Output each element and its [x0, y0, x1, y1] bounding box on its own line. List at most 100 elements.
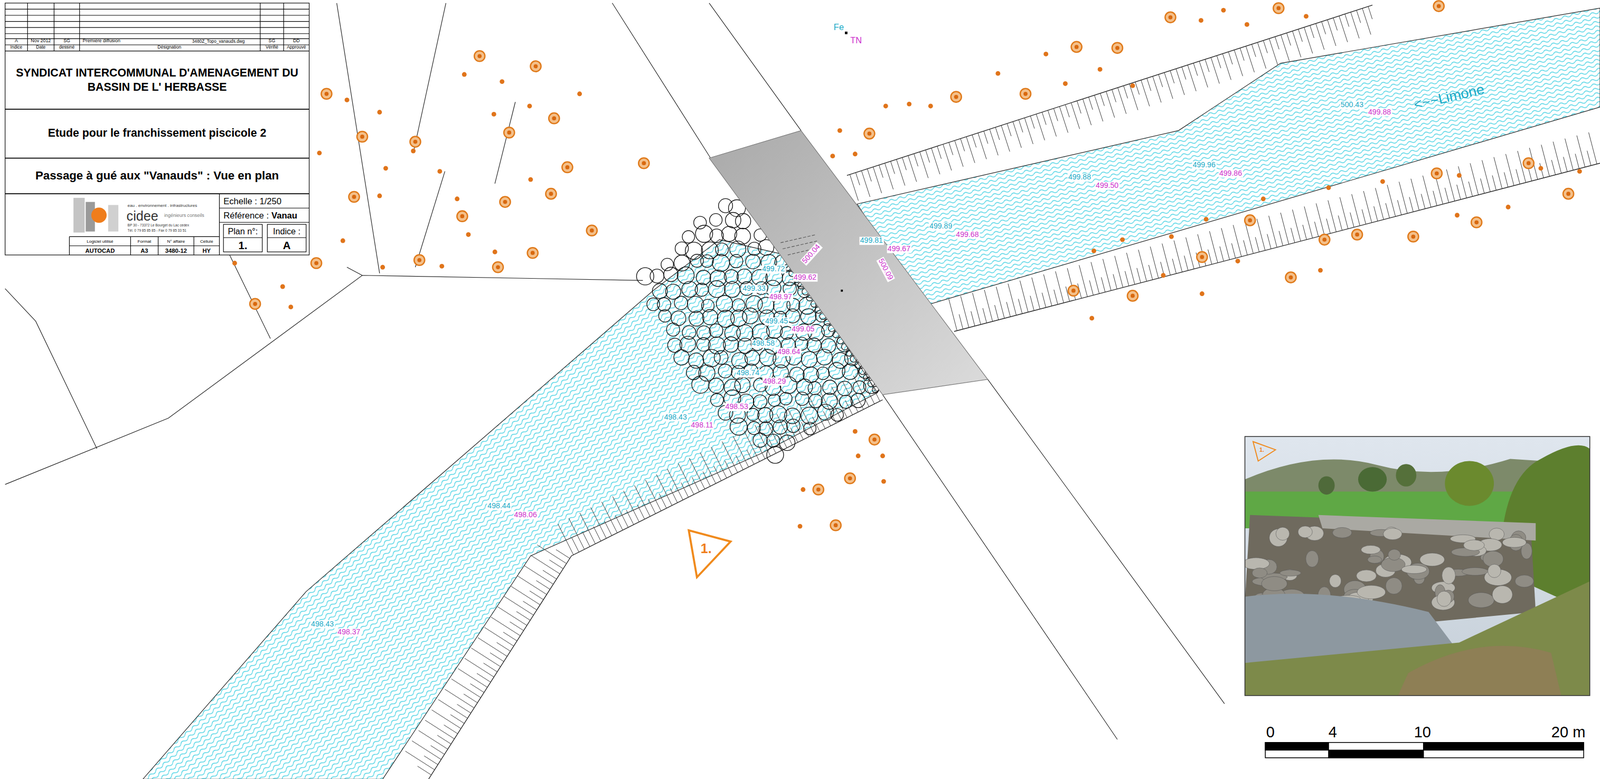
- riprap-stone: [724, 281, 741, 298]
- shrub-symbol: [1380, 179, 1386, 185]
- revision-cell: Première diffusion: [82, 39, 121, 45]
- riprap-stone: [786, 419, 800, 433]
- shrub-symbol: [1120, 237, 1125, 243]
- water-level: 499.81: [859, 237, 884, 246]
- riprap-stone: [646, 298, 660, 312]
- tree-symbol: [1322, 237, 1327, 242]
- tree-symbol: [869, 434, 880, 446]
- shrub-symbol: [439, 264, 445, 269]
- tree-symbol: [249, 298, 261, 310]
- riprap-stone: [657, 297, 671, 312]
- revision-cell: A: [14, 39, 18, 45]
- photo-rock: [1462, 568, 1489, 577]
- riprap-stone: [650, 269, 664, 284]
- parcel-line: [494, 101, 516, 184]
- riprap-stone: [779, 435, 795, 451]
- tree-symbol: [1164, 12, 1176, 23]
- riprap-stone: [734, 228, 751, 245]
- shrub-symbol: [1091, 248, 1097, 254]
- tree-symbol: [863, 128, 875, 139]
- shrub-symbol: [383, 165, 389, 171]
- water-level: 499.88: [1067, 173, 1092, 182]
- callout-number: 1.: [700, 541, 712, 556]
- photo-rock: [1514, 575, 1534, 588]
- tree-symbol: [844, 473, 856, 484]
- shrub-symbol: [906, 101, 912, 107]
- tree-symbol: [1566, 191, 1571, 196]
- water-level: 499.45: [764, 317, 789, 326]
- parcel-line: [882, 394, 1118, 740]
- riprap-stone: [842, 363, 859, 380]
- riprap-stone: [724, 325, 741, 342]
- shrub-symbol: [852, 429, 858, 435]
- tree-symbol: [816, 487, 821, 493]
- tree-symbol: [1526, 161, 1531, 166]
- bed-level: 498.29: [762, 377, 787, 386]
- photo-frame: [1245, 436, 1590, 696]
- tree-symbol: [1115, 45, 1120, 51]
- tree-symbol: [460, 214, 465, 219]
- shrub-symbol: [800, 487, 806, 493]
- slope-hatching: [849, 6, 1372, 201]
- riprap-stone: [806, 338, 822, 353]
- tree-symbol: [409, 136, 421, 148]
- tree-symbol: [1431, 167, 1443, 179]
- tree-symbol: [1523, 157, 1534, 169]
- tree-symbol: [314, 261, 319, 266]
- tree-symbol: [1288, 275, 1294, 280]
- parcel-line: [229, 255, 271, 339]
- parcel-line: [415, 171, 445, 268]
- riprap-stone: [753, 394, 768, 409]
- shrub-symbol: [995, 71, 1001, 77]
- photo-rock: [1502, 537, 1527, 548]
- shrub-symbol: [1203, 217, 1209, 222]
- bed-level: 500.04: [800, 242, 823, 266]
- tree-symbol: [1244, 214, 1256, 226]
- shrub-symbol: [577, 91, 582, 97]
- info-value: AUTOCAD: [85, 247, 115, 254]
- riprap-stone: [747, 421, 761, 436]
- tree-symbol: [1112, 42, 1123, 54]
- riprap-stone: [807, 381, 822, 395]
- plan-header: Plan n°:: [227, 227, 258, 237]
- revision-cell: DD: [293, 39, 300, 45]
- riprap-stone: [816, 366, 830, 380]
- survey-point: [844, 31, 848, 35]
- riprap-stone: [708, 378, 724, 394]
- tree-symbol: [1071, 41, 1082, 53]
- shrub-symbol: [855, 453, 861, 459]
- riprap-stone: [666, 323, 680, 337]
- parcel-line: [413, 3, 447, 154]
- survey-code: TN: [850, 35, 862, 45]
- photo-rock: [1356, 570, 1377, 582]
- shrub-symbol: [1456, 173, 1462, 178]
- riprap-stone: [745, 254, 761, 270]
- tree-symbol: [417, 258, 422, 263]
- tree-symbol: [474, 50, 485, 62]
- photo-rock: [1275, 527, 1290, 541]
- photo-rock: [1329, 574, 1342, 588]
- water-level: 499.89: [928, 222, 953, 231]
- info-header: Logiciel utilisé: [86, 239, 114, 244]
- tree-symbol: [641, 161, 646, 166]
- riprap-stone: [700, 255, 714, 268]
- tree-symbol: [545, 188, 557, 200]
- riprap-stone: [709, 229, 724, 243]
- riprap-stone: [715, 242, 729, 256]
- tree-symbol: [252, 302, 258, 307]
- riprap-stone: [830, 408, 844, 422]
- shrub-symbol: [830, 153, 835, 159]
- riprap-stone: [685, 242, 703, 260]
- revision-cell: SG: [63, 39, 71, 45]
- photo-rock: [1468, 593, 1495, 609]
- scale-value: 10: [1414, 724, 1432, 741]
- photo-rock: [1367, 556, 1382, 564]
- company-tagline: ingénieurs conseils: [164, 213, 205, 219]
- photo-rock: [1436, 591, 1452, 607]
- company-address: BP 30 - 73372 Le Bourget du Lac cedex: [127, 224, 190, 229]
- bed-level: 499.68: [955, 230, 980, 239]
- tree-symbol: [413, 255, 425, 266]
- parcel-line: [5, 288, 98, 449]
- tree-symbol: [848, 476, 853, 481]
